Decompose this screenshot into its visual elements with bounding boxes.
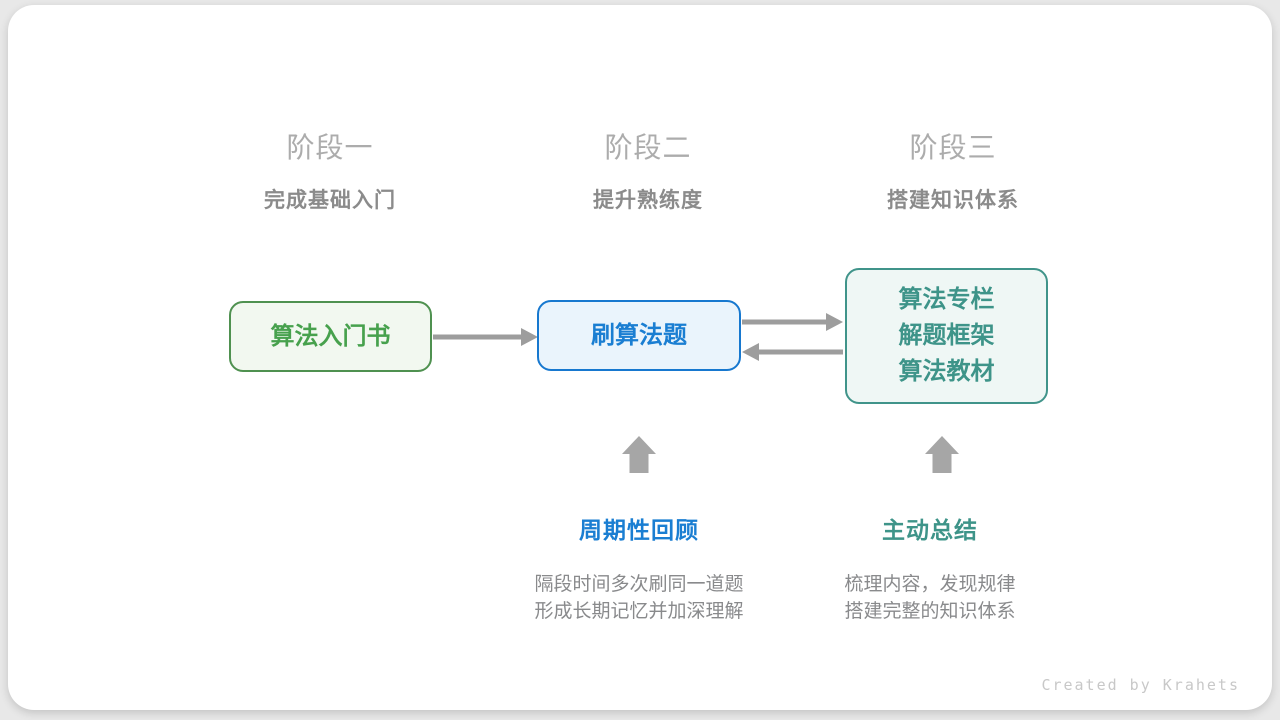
credit-text: Created by Krahets xyxy=(1041,676,1240,694)
stage3-subtitle: 搭建知识体系 xyxy=(887,189,1019,212)
stage-header-3: 阶段三 搭建知识体系 xyxy=(887,126,1019,214)
annotation-summary-desc-line2: 搭建完整的知识体系 xyxy=(844,601,1016,622)
annotation-review-desc: 隔段时间多次刷同一道题 形成长期记忆并加深理解 xyxy=(534,571,743,625)
node-intro-book-label: 算法入门书 xyxy=(270,322,391,350)
node-practice: 刷算法题 xyxy=(537,300,741,371)
node-resources: 算法专栏 解题框架 算法教材 xyxy=(845,268,1048,404)
node-intro-book: 算法入门书 xyxy=(229,301,432,372)
stage2-subtitle: 提升熟练度 xyxy=(593,189,703,212)
node-resources-line-1: 算法专栏 xyxy=(898,286,995,313)
node-resources-line-3: 算法教材 xyxy=(898,358,995,385)
stage3-title: 阶段三 xyxy=(909,132,997,163)
annotation-summary-desc-line1: 梳理内容，发现规律 xyxy=(844,574,1016,595)
stage2-title: 阶段二 xyxy=(604,132,692,163)
stage-header-2: 阶段二 提升熟练度 xyxy=(593,126,703,214)
node-resources-line-2: 解题框架 xyxy=(898,322,995,349)
annotation-review-desc-line2: 形成长期记忆并加深理解 xyxy=(534,601,744,622)
annotation-summary: 主动总结 梳理内容，发现规律 搭建完整的知识体系 xyxy=(844,511,1015,625)
stage1-title: 阶段一 xyxy=(286,132,374,163)
node-practice-label: 刷算法题 xyxy=(591,321,687,349)
annotation-summary-label: 主动总结 xyxy=(881,517,978,543)
annotation-summary-desc: 梳理内容，发现规律 搭建完整的知识体系 xyxy=(844,571,1015,625)
stage1-subtitle: 完成基础入门 xyxy=(264,189,396,212)
annotation-review: 周期性回顾 隔段时间多次刷同一道题 形成长期记忆并加深理解 xyxy=(534,511,743,625)
stage-header-1: 阶段一 完成基础入门 xyxy=(264,126,396,214)
annotation-review-desc-line1: 隔段时间多次刷同一道题 xyxy=(534,574,744,595)
annotation-review-label: 周期性回顾 xyxy=(578,517,699,543)
